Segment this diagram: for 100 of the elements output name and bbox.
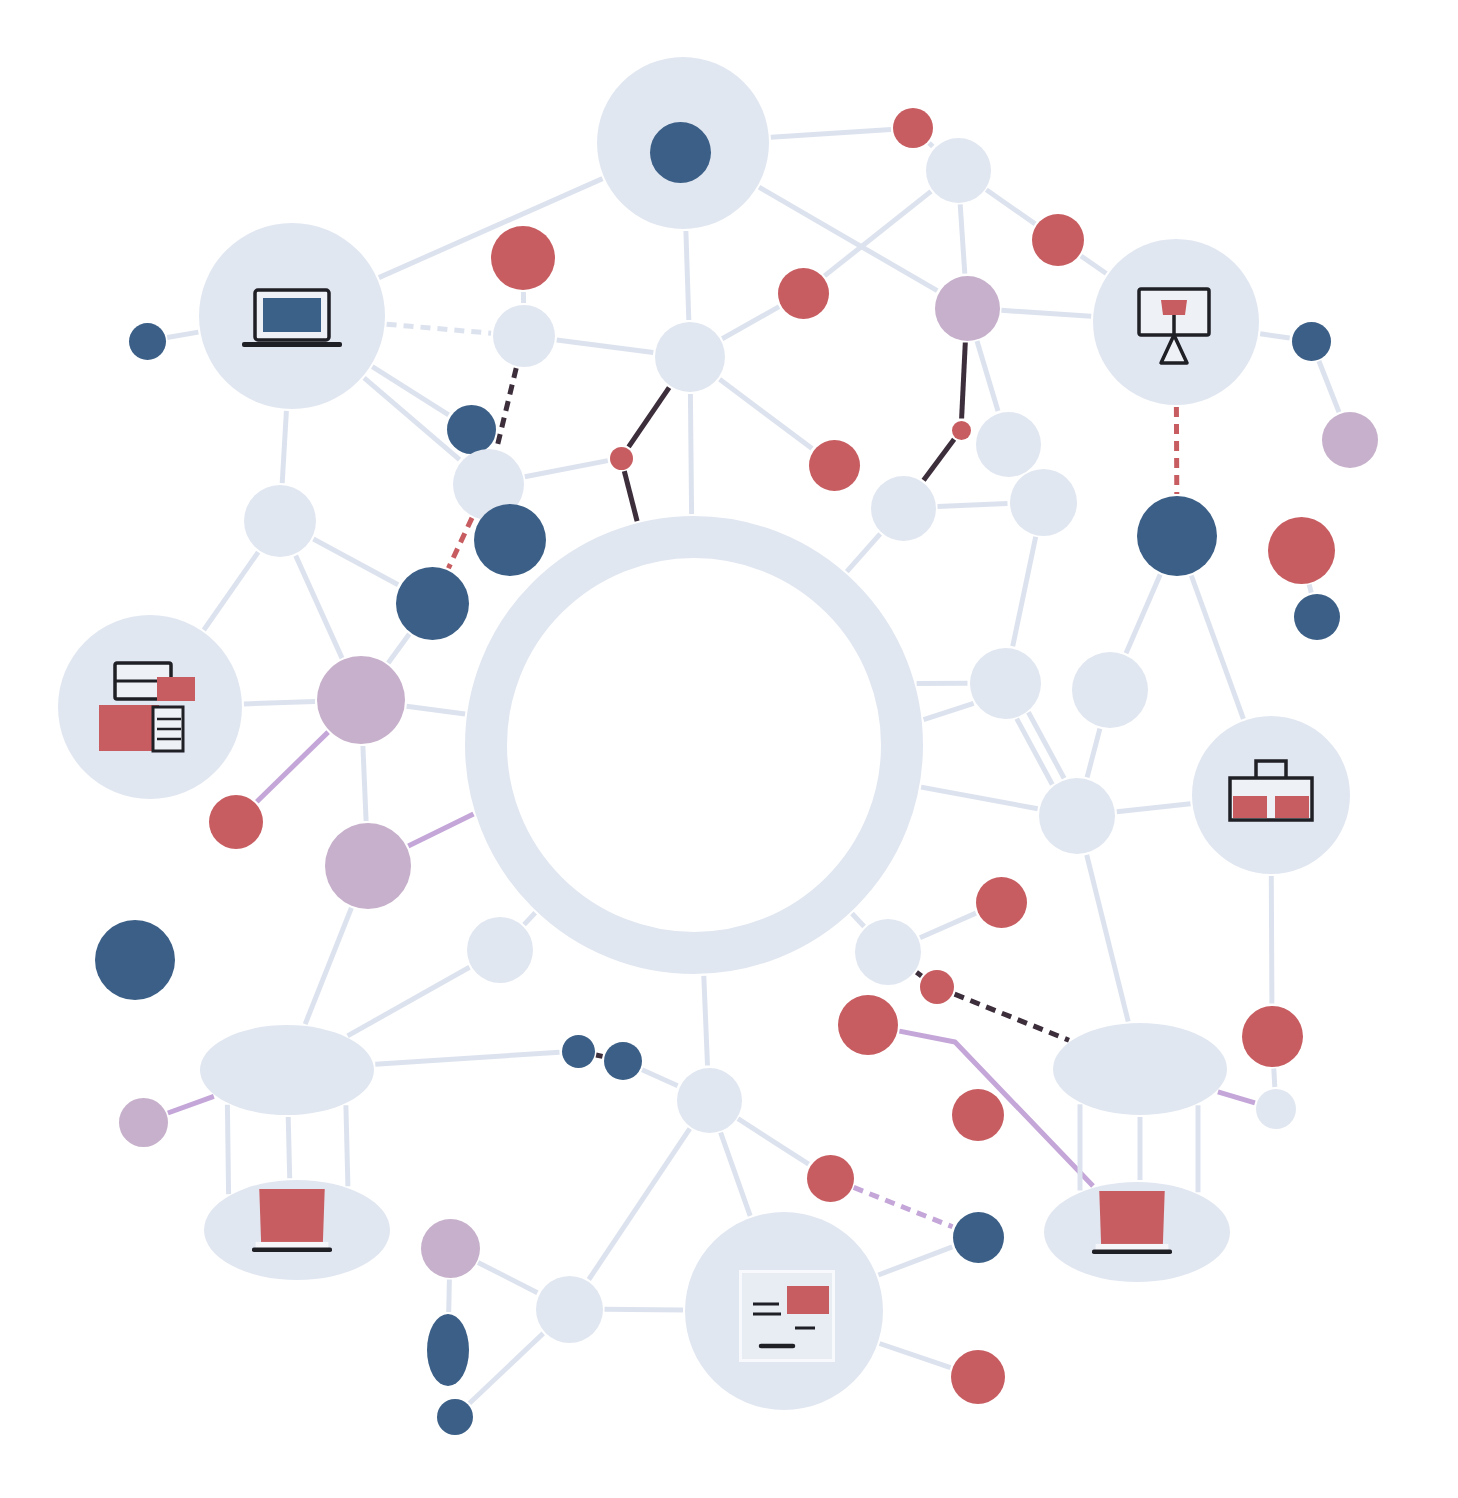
connector-line xyxy=(377,176,604,280)
connector-line xyxy=(224,1104,232,1195)
dot xyxy=(209,795,263,849)
connector-line xyxy=(255,730,330,804)
connector-line xyxy=(1188,574,1246,720)
connector-line xyxy=(1259,331,1291,341)
dot xyxy=(1322,412,1378,468)
connector-line xyxy=(243,699,316,707)
connector-line xyxy=(718,377,814,451)
connector-line xyxy=(1001,307,1092,319)
dot xyxy=(128,322,166,360)
connector-line xyxy=(520,291,527,304)
connector-line xyxy=(446,516,475,570)
connector-line xyxy=(1077,1104,1083,1191)
connector-line xyxy=(346,965,471,1039)
dot xyxy=(437,1399,473,1435)
connector-line xyxy=(1316,360,1342,413)
connector-line xyxy=(919,910,977,941)
dot xyxy=(446,404,496,454)
connector-line xyxy=(701,975,710,1066)
connector-line xyxy=(1079,253,1108,276)
connector-line xyxy=(1306,583,1314,594)
connector-line xyxy=(974,340,1001,412)
connector-line xyxy=(166,329,199,340)
dot xyxy=(1032,214,1084,266)
connector-line xyxy=(1026,711,1067,780)
connector-line xyxy=(407,811,475,849)
connector-line xyxy=(916,680,968,687)
connector-line xyxy=(386,632,412,665)
connector-line xyxy=(386,321,492,336)
node-circle xyxy=(1256,1089,1296,1129)
dot xyxy=(604,1042,642,1080)
connector-line xyxy=(1010,536,1039,647)
connector-line xyxy=(720,304,781,341)
connector-line xyxy=(683,230,692,321)
connector-line xyxy=(953,991,1070,1043)
connector-line xyxy=(302,906,354,1026)
connector-line xyxy=(1084,854,1131,1023)
dot xyxy=(975,876,1027,928)
connector-line xyxy=(343,1105,351,1187)
dot xyxy=(808,439,860,491)
connector-line xyxy=(522,911,538,927)
connector-line xyxy=(595,1052,604,1059)
connector-line xyxy=(604,1306,684,1313)
connector-line xyxy=(312,536,400,587)
connector-line xyxy=(877,1244,954,1278)
connector-line xyxy=(621,470,640,522)
dot xyxy=(951,1350,1005,1404)
connector-line xyxy=(959,342,968,419)
connector-line xyxy=(1268,876,1275,1004)
connector-line xyxy=(1195,1105,1201,1193)
connector-line xyxy=(279,410,289,484)
connector-line xyxy=(167,1094,215,1116)
connector-line xyxy=(1137,1117,1143,1180)
connector-line xyxy=(822,189,933,278)
connector-line xyxy=(626,386,672,449)
connector-line xyxy=(687,393,695,515)
connector-line xyxy=(1123,573,1163,655)
dot xyxy=(952,1211,1004,1263)
connector-line xyxy=(1217,1089,1256,1106)
connector-line xyxy=(1084,728,1103,778)
dot xyxy=(838,995,898,1055)
connector-line xyxy=(467,1331,545,1405)
dot xyxy=(893,108,933,148)
connector-line xyxy=(757,185,939,293)
connector-line xyxy=(476,1260,539,1296)
connector-line xyxy=(370,364,450,417)
dot xyxy=(952,1089,1004,1141)
connector-line xyxy=(556,337,654,355)
connector-line xyxy=(898,1028,1095,1188)
dot xyxy=(920,970,954,1004)
dot xyxy=(1294,594,1340,640)
connector-line xyxy=(770,126,892,140)
node-circle xyxy=(676,1067,742,1133)
dot xyxy=(609,446,633,470)
connector-line xyxy=(736,1116,810,1167)
connector-line xyxy=(293,554,345,660)
connector-line xyxy=(362,375,462,462)
connector-line xyxy=(1116,801,1191,815)
connector-line xyxy=(1271,1068,1278,1088)
connector-line xyxy=(937,501,1008,509)
connector-line xyxy=(852,1185,954,1230)
connector-line xyxy=(921,437,957,482)
dot xyxy=(777,267,829,319)
connector-line xyxy=(1014,717,1055,786)
connector-line xyxy=(1173,407,1180,494)
node-circle xyxy=(855,919,921,985)
connector-line xyxy=(878,1341,952,1371)
connector-line xyxy=(285,1116,293,1179)
dot xyxy=(806,1154,854,1202)
connector-line xyxy=(922,700,975,723)
dot xyxy=(474,504,546,576)
connector-line xyxy=(718,1131,753,1217)
connector-line xyxy=(915,970,923,978)
dot xyxy=(1291,321,1331,361)
node-circle xyxy=(467,917,533,983)
node-circle xyxy=(535,1275,603,1343)
connector-line xyxy=(201,550,261,632)
connector-line xyxy=(524,458,609,480)
dot xyxy=(561,1034,595,1068)
